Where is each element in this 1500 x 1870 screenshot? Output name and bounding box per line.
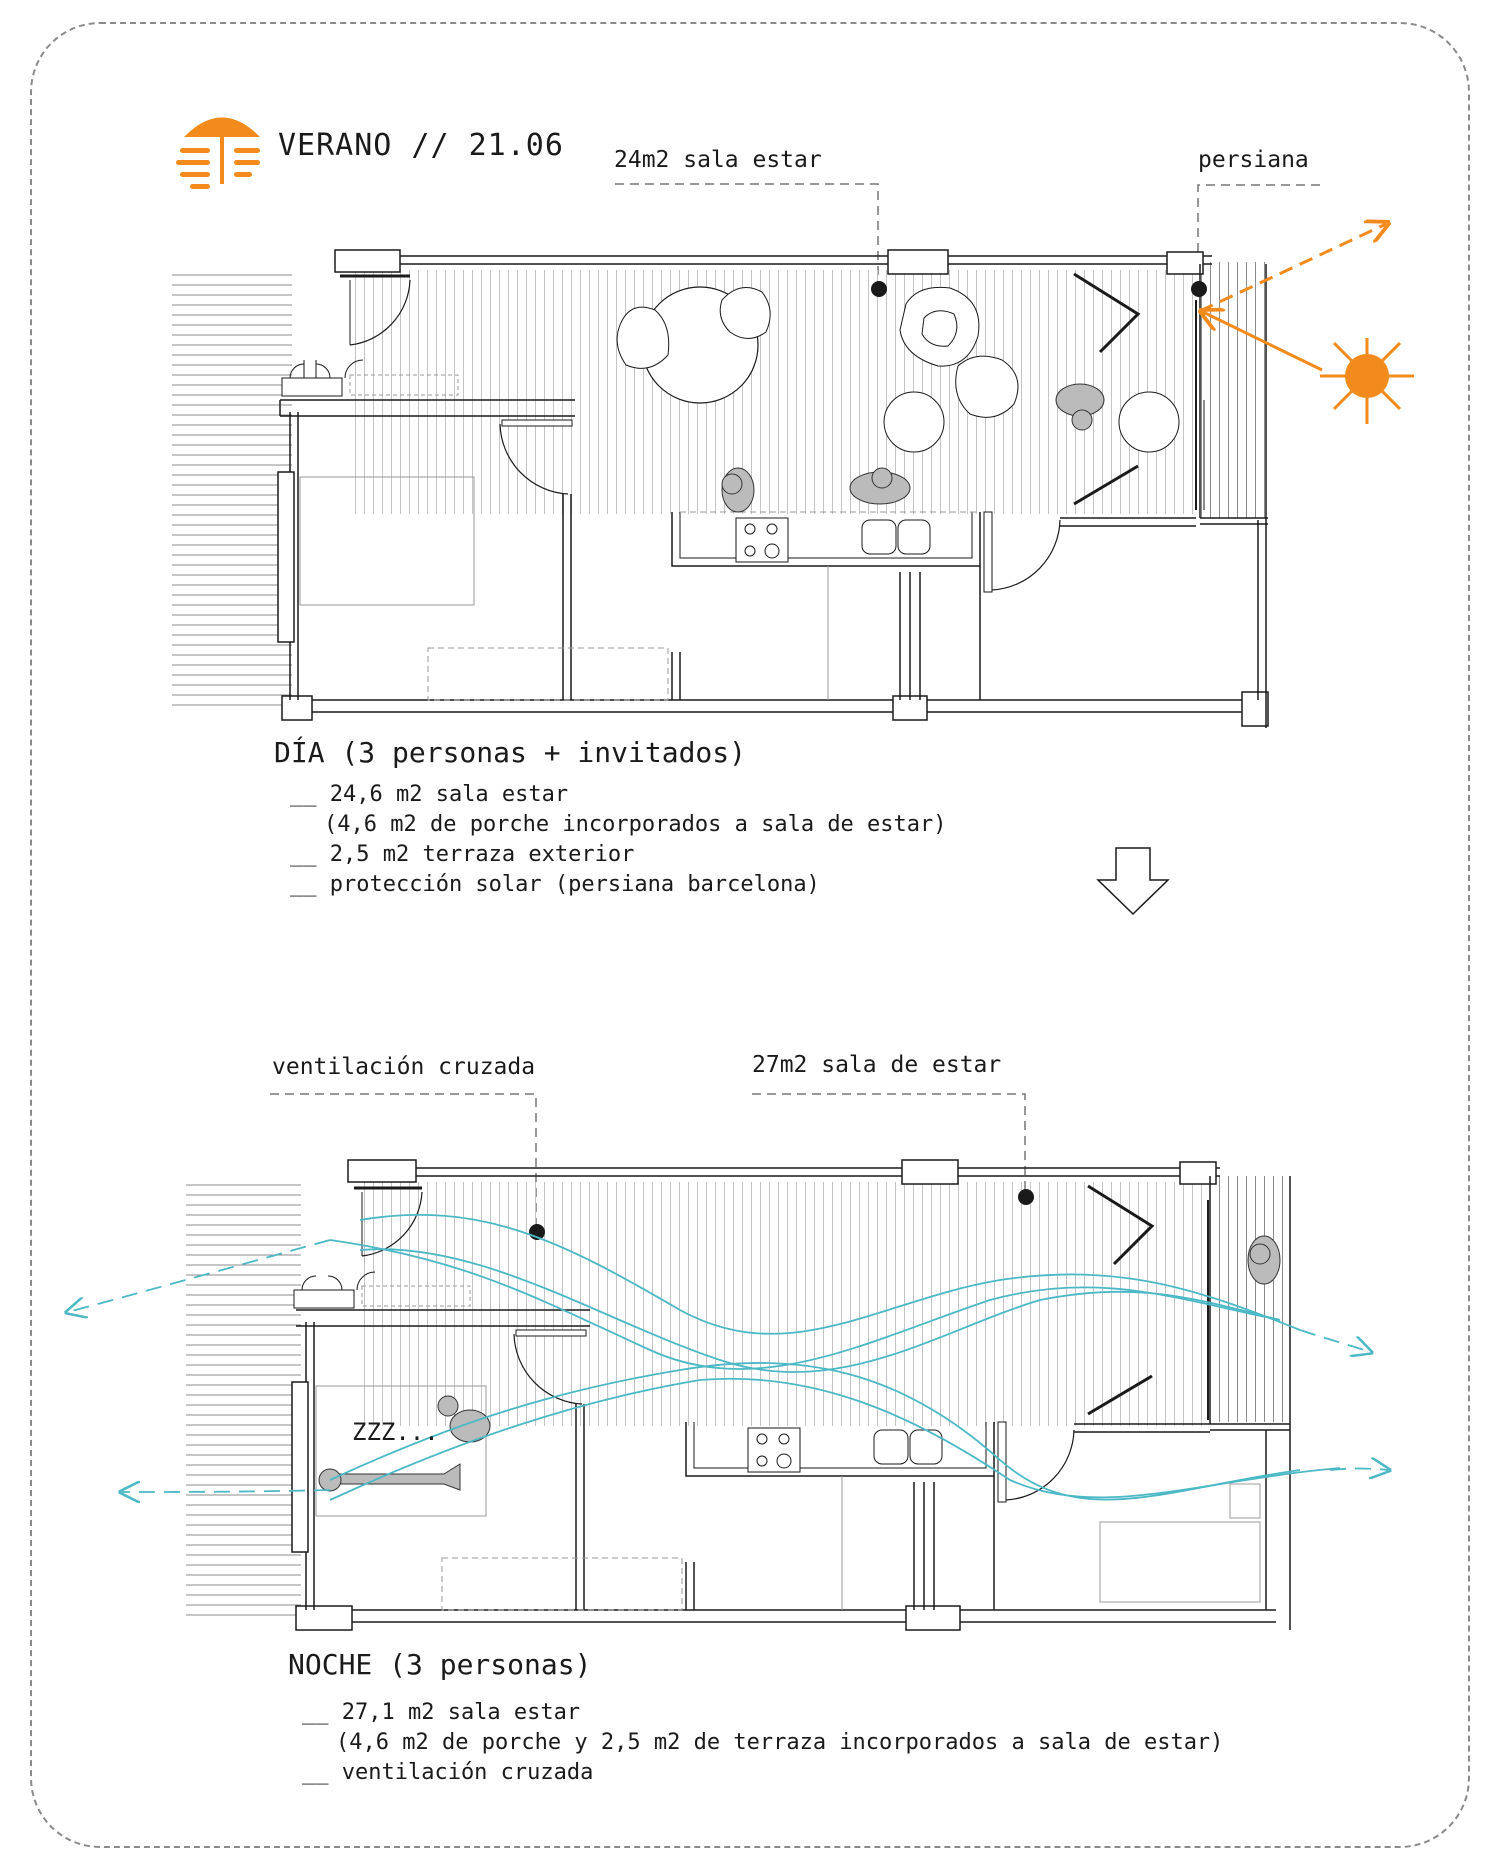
page-frame bbox=[30, 22, 1470, 1848]
sleep-label: ZZZ... bbox=[352, 1418, 439, 1446]
day-heading: DÍA (3 personas + invitados) bbox=[274, 736, 747, 769]
day-note-1: __ 24,6 m2 sala estar bbox=[290, 782, 569, 807]
day-blind-callout: persiana bbox=[1198, 147, 1309, 173]
night-note-3: __ ventilación cruzada bbox=[302, 1760, 594, 1785]
night-plan bbox=[68, 1093, 1388, 1631]
day-note-3: __ 2,5 m2 terraza exterior bbox=[290, 842, 635, 867]
day-living-callout: 24m2 sala estar bbox=[614, 147, 822, 173]
night-heading: NOCHE (3 personas) bbox=[288, 1648, 592, 1681]
day-note-2: (4,6 m2 de porche incorporados a sala de… bbox=[324, 812, 947, 837]
night-living-callout: 27m2 sala de estar bbox=[752, 1052, 1002, 1078]
day-note-4: __ protección solar (persiana barcelona) bbox=[290, 872, 820, 897]
living-callout-leader bbox=[615, 183, 879, 282]
night-ventilation-callout: ventilación cruzada bbox=[272, 1054, 536, 1080]
sun-umbrella-icon bbox=[176, 117, 260, 189]
night-living-callout-leader bbox=[752, 1093, 1026, 1196]
season-title: VERANO // 21.06 bbox=[278, 128, 564, 163]
day-plan bbox=[172, 183, 1386, 728]
down-arrow-icon bbox=[1096, 847, 1170, 916]
night-note-1: __ 27,1 m2 sala estar bbox=[302, 1700, 581, 1725]
sun-icon bbox=[1320, 338, 1414, 424]
blind-callout-leader bbox=[1197, 184, 1320, 270]
night-note-2: (4,6 m2 de porche y 2,5 m2 de terraza in… bbox=[336, 1730, 1224, 1755]
